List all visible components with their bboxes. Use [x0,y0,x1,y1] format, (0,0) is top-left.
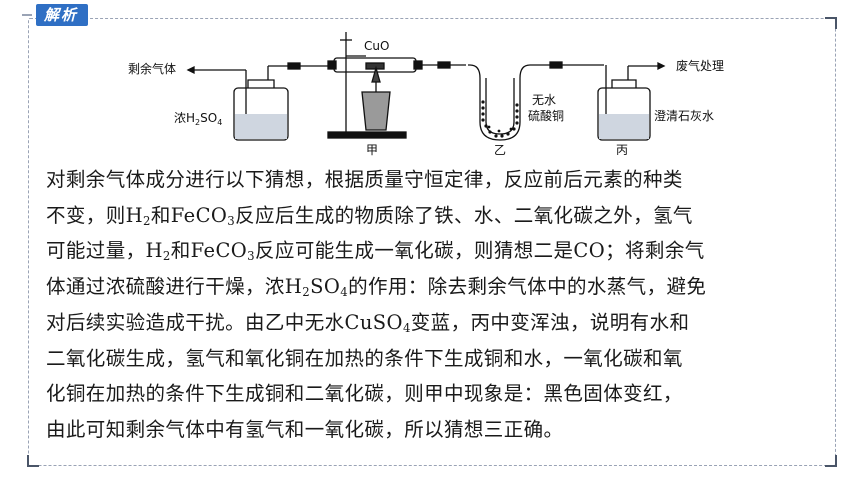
limewater-label: 澄清石灰水 [654,108,714,123]
label-jia: 甲 [366,143,378,157]
label-bing: 丙 [616,143,628,157]
inlet-label: 剩余气体 [128,61,176,76]
frame-corner [27,455,39,467]
section-tag: 解析 [21,4,89,26]
content-frame [27,17,837,467]
text-line: 可能过量，H2和FeCO3反应可能生成一氧化碳，则猜想二是CO；将剩余气 [46,239,705,264]
analysis-text: 对剩余气体成分进行以下猜想，根据质量守恒定律，反应前后元素的种类 不变，则H2和… [46,162,822,448]
frame-corner [825,17,837,29]
u-tube-label-2: 硫酸铜 [528,108,564,123]
sulfuric-acid-label: 浓H2SO4 [174,111,222,127]
label-yi: 乙 [494,143,506,157]
text-line: 不变，则H2和FeCO3反应后生成的物质除了铁、水、二氧化碳之外，氢气 [46,203,693,228]
text-line: 化铜在加热的条件下生成铜和二氧化碳，则甲中现象是：黑色固体变红， [46,382,683,406]
u-tube-label-1: 无水 [532,93,556,107]
text-line: 对剩余气体成分进行以下猜想，根据质量守恒定律，反应前后元素的种类 [46,168,683,191]
apparatus-diagram: 剩余气体 CuO 浓H2SO4 无水 硫酸铜 废气处理 澄清石灰水 甲 乙 丙 [128,32,724,157]
text-line: 对后续实验造成干扰。由乙中无水CuSO4变蓝，丙中变浑浊，说明有水和 [46,310,690,335]
cuo-label: CuO [364,39,389,53]
outlet-label: 废气处理 [676,58,724,73]
text-line: 体通过浓硫酸进行干燥，浓H2SO4的作用：除去剩余气体中的水蒸气，避免 [46,275,707,300]
frame-corner [825,455,837,467]
text-line: 由此可知剩余气体中有氢气和一氧化碳，所以猜想三正确。 [46,417,564,441]
text-line: 二氧化碳生成，氢气和氧化铜在加热的条件下生成铜和水，一氧化碳和氧 [46,346,683,370]
